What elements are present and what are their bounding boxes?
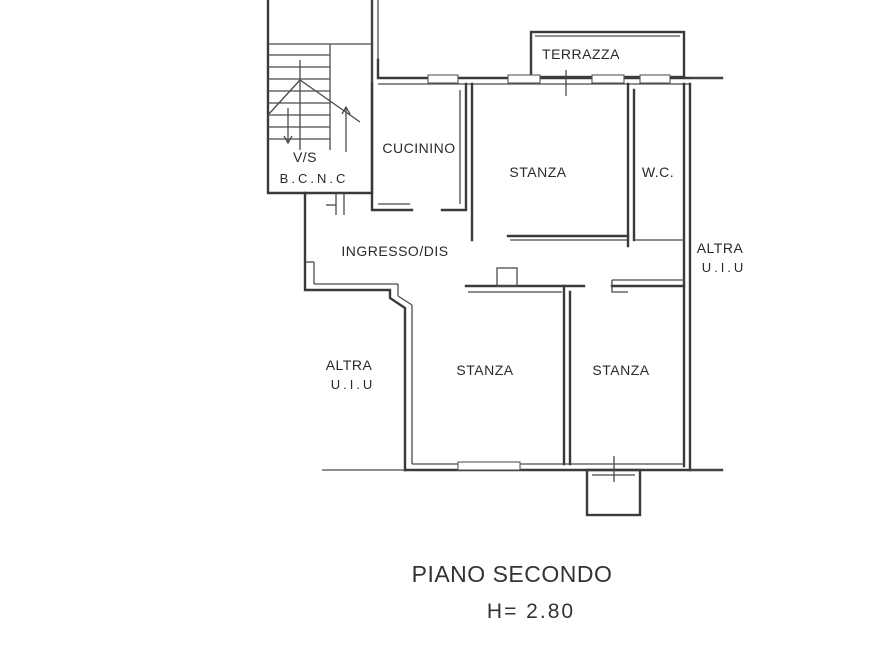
window-wc <box>639 74 671 84</box>
balcony <box>585 456 642 517</box>
floor-height: H= 2.80 <box>487 600 575 623</box>
room-label-stanza-left: STANZA <box>456 362 513 378</box>
room-label-stanza-top: STANZA <box>509 164 566 180</box>
floor-title: PIANO SECONDO <box>412 561 613 587</box>
room-label-terrazza: TERRAZZA <box>542 46 620 62</box>
exterior-walls <box>303 58 724 472</box>
window-stanza-top-1 <box>507 74 541 84</box>
room-label-stanza-right: STANZA <box>592 362 649 378</box>
interior-walls <box>370 82 686 466</box>
window-cucinino <box>427 74 459 84</box>
neighbor-label-left-uiu: U.I.U <box>331 377 376 392</box>
neighbor-label-right-uiu: U.I.U <box>702 260 747 275</box>
window-stanza-top-2 <box>591 74 625 84</box>
window-stanza-left <box>457 461 521 471</box>
neighbor-label-left: ALTRA <box>326 357 373 373</box>
neighbor-label-right: ALTRA <box>697 240 744 256</box>
room-label-ingresso: INGRESSO/DIS <box>341 243 448 259</box>
room-label-vs: V/S <box>293 149 317 165</box>
stairwell <box>266 0 379 195</box>
windows <box>326 70 671 471</box>
room-label-cucinino: CUCININO <box>382 140 455 156</box>
room-label-bcnc: B.C.N.C <box>280 171 349 186</box>
room-label-wc: W.C. <box>642 164 674 180</box>
